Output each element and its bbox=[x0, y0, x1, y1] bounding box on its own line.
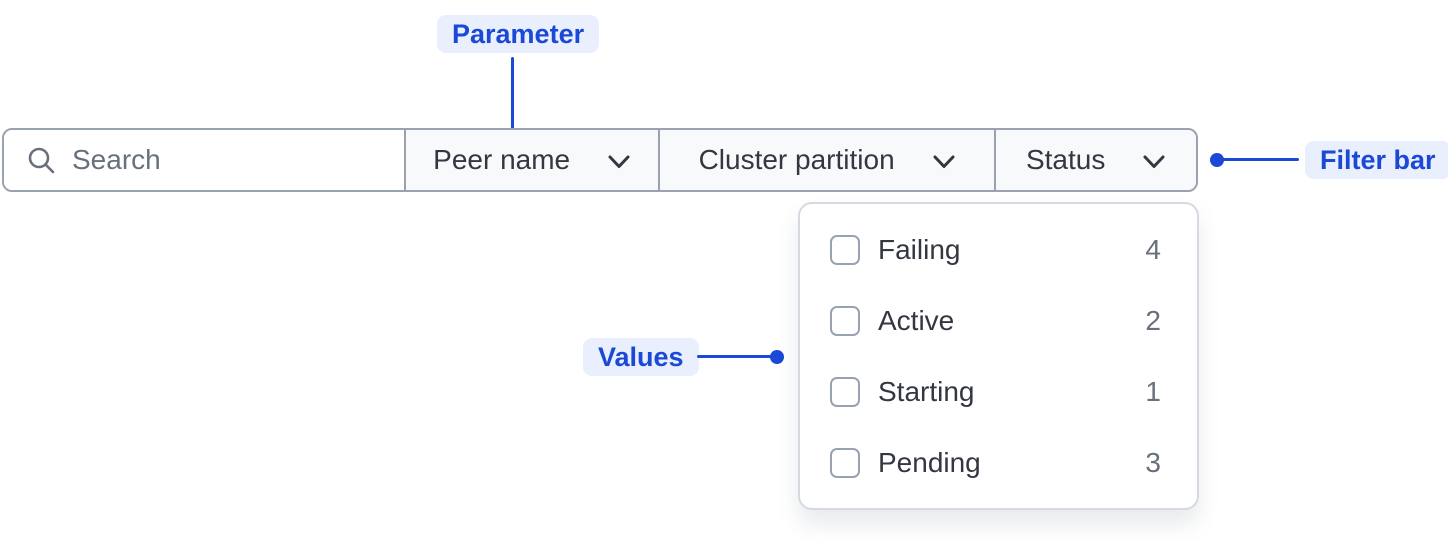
filter-button-label: Peer name bbox=[433, 144, 571, 175]
option-count: 1 bbox=[1145, 375, 1161, 407]
checkbox-unchecked[interactable] bbox=[830, 234, 860, 265]
option-count: 2 bbox=[1145, 304, 1161, 336]
annotation-parameter-label: Parameter bbox=[437, 15, 600, 53]
checkbox-unchecked[interactable] bbox=[830, 447, 860, 478]
filter-button-label: Status bbox=[1025, 144, 1106, 175]
filter-bar-connector-line bbox=[1217, 158, 1299, 161]
option-label: Starting bbox=[878, 375, 975, 407]
filter-button-cluster-partition[interactable]: Cluster partition bbox=[657, 130, 995, 190]
search-input[interactable] bbox=[72, 144, 372, 176]
filter-button-label: Cluster partition bbox=[698, 144, 895, 175]
checkbox-unchecked[interactable] bbox=[830, 376, 860, 407]
option-label: Failing bbox=[878, 233, 961, 265]
status-filter-dropdown: Failing 4 Active 2 Starting 1 Pending 3 bbox=[798, 202, 1199, 510]
option-count: 3 bbox=[1145, 446, 1161, 478]
dropdown-option-active[interactable]: Active 2 bbox=[800, 285, 1197, 356]
filter-bar: Peer name Cluster partition Status bbox=[2, 128, 1198, 192]
dropdown-option-pending[interactable]: Pending 3 bbox=[800, 427, 1197, 498]
search-icon bbox=[28, 147, 55, 174]
annotation-filter-bar-label: Filter bar bbox=[1305, 141, 1448, 179]
parameter-connector-line bbox=[511, 57, 514, 137]
option-label: Pending bbox=[878, 446, 981, 478]
chevron-down-icon bbox=[933, 155, 955, 168]
filter-button-status[interactable]: Status bbox=[994, 130, 1196, 190]
values-connector-dot bbox=[770, 350, 784, 364]
dropdown-option-failing[interactable]: Failing 4 bbox=[800, 214, 1197, 285]
search-field bbox=[4, 130, 405, 190]
chevron-down-icon bbox=[1143, 155, 1165, 168]
values-connector-line bbox=[697, 355, 774, 358]
option-count: 4 bbox=[1145, 233, 1161, 265]
checkbox-unchecked[interactable] bbox=[830, 305, 860, 336]
chevron-down-icon bbox=[608, 155, 630, 168]
annotation-values-label: Values bbox=[583, 338, 699, 376]
option-label: Active bbox=[878, 304, 955, 336]
dropdown-option-starting[interactable]: Starting 1 bbox=[800, 356, 1197, 427]
filter-button-peer-name[interactable]: Peer name bbox=[404, 130, 658, 190]
